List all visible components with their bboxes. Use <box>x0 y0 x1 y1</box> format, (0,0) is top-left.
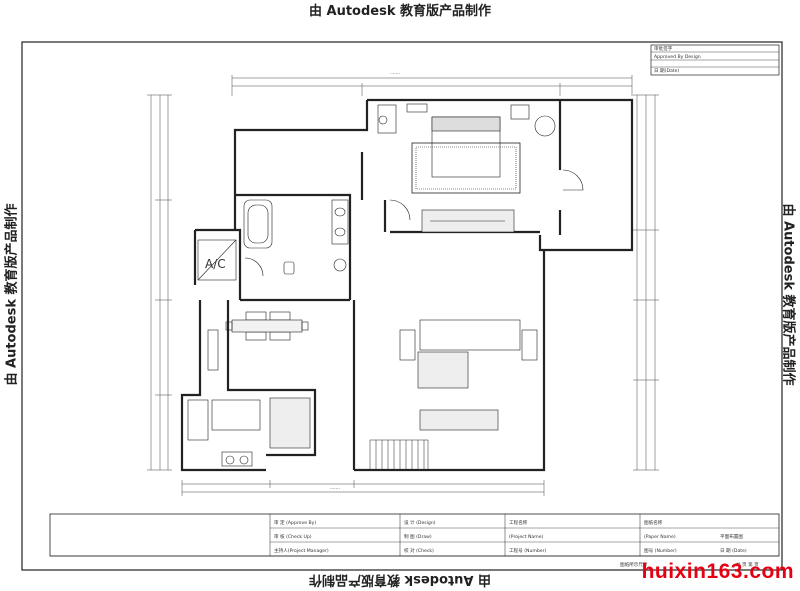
dimension-lines-bottom <box>181 480 545 496</box>
project-name-en: (Project Name) <box>509 534 544 540</box>
sofa <box>419 319 521 351</box>
toilet <box>283 261 295 275</box>
dimension-lines-top <box>231 75 633 96</box>
svg-text:·······: ······· <box>330 487 340 492</box>
date-label: 日 期(Date) <box>654 68 679 74</box>
bedroom-door-swing <box>562 169 584 191</box>
project-name-label: 工程名称 <box>509 519 528 526</box>
staircase <box>369 439 429 471</box>
brand-watermark: huixin163.com <box>641 560 794 583</box>
drawing-date: 日 期 (Date) <box>720 548 747 554</box>
armchair <box>534 115 556 137</box>
living-set <box>399 319 538 431</box>
dining-set <box>207 311 309 371</box>
watermark-top: 由 Autodesk 教育版产品制作 <box>308 4 492 19</box>
project-manager: 主持人(Project Manager) <box>274 547 329 554</box>
sheet-border <box>21 41 783 571</box>
kitchen <box>187 397 311 467</box>
title-block-top: 审批签字 Approved By Design 日 期(Date) <box>650 44 780 76</box>
bath-door-swing <box>244 257 264 277</box>
bathroom-fixtures <box>243 199 411 277</box>
kitchen-cabinet <box>207 329 219 371</box>
hall-door-swing <box>389 199 411 221</box>
approval-label-en: Approved By Design <box>654 54 701 60</box>
drawing-number: 图号 (Number) <box>644 548 677 554</box>
check-by: 审 核 (Check Up) <box>274 533 312 540</box>
drawing-name-label: 图纸名称 <box>644 519 663 526</box>
title-block-bottom: 审 定 (Approve By) 审 核 (Check Up) 主持人(Proj… <box>49 513 780 568</box>
draw-by: 制 图 (Draw) <box>404 533 432 540</box>
approval-label: 审批签字 <box>654 45 673 52</box>
footer-right: 共 页 第 页 <box>736 561 759 568</box>
dimension-lines-left <box>147 94 172 471</box>
ac-unit: A/C <box>197 239 237 281</box>
ac-label: A/C <box>205 257 226 271</box>
drawing-title: 平面布置图 <box>720 533 743 540</box>
bedroom-furniture <box>377 103 584 233</box>
walls <box>180 98 634 472</box>
vanity <box>331 199 349 245</box>
dimension-marks: ······· ······· <box>330 72 400 492</box>
footer-left: 图纸所示尺寸 <box>620 561 648 568</box>
design-by: 设 计 (Design) <box>404 519 436 526</box>
coffee-table <box>417 351 469 389</box>
tv-cabinet <box>419 409 499 431</box>
project-number: 工程号 (Number) <box>509 547 546 554</box>
dimension-lines-right <box>633 94 659 471</box>
paper-name: (Paper Name) <box>644 534 676 540</box>
bathtub <box>243 199 273 249</box>
checked-by: 校 对 (Check) <box>404 547 434 554</box>
approve-by: 审 定 (Approve By) <box>274 519 316 526</box>
svg-text:·······: ······· <box>390 72 400 77</box>
